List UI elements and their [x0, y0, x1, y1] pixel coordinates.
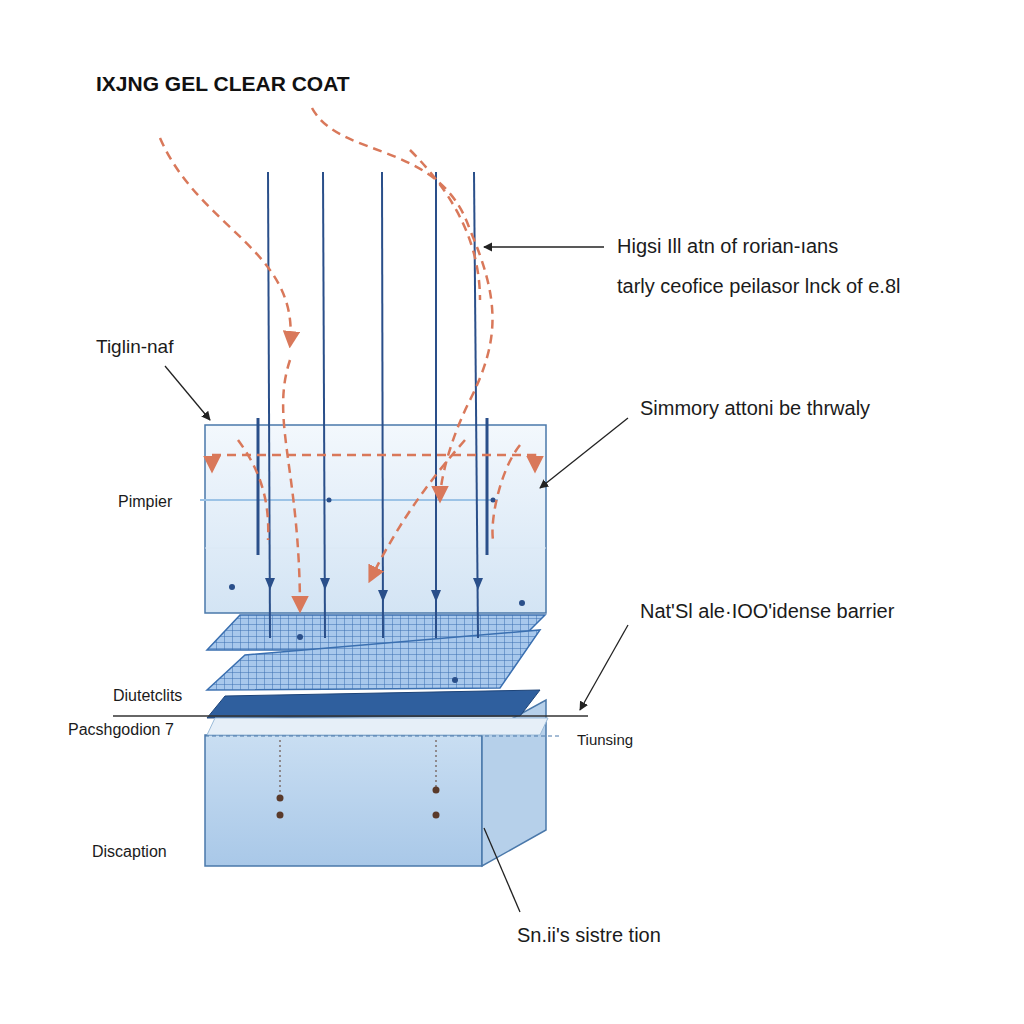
layer-line	[205, 548, 546, 549]
part-label: Higsi Ill atn of rorian-ıans	[617, 234, 838, 258]
part-label: Sn.ii's sistre tion	[517, 923, 661, 947]
upper-chamber	[205, 425, 546, 613]
rod-tips	[265, 578, 483, 602]
base-plate	[207, 718, 548, 735]
mesh-plate	[207, 630, 540, 690]
part-label: Pimpier	[118, 492, 172, 511]
lower-block-front	[205, 735, 482, 866]
flow-arrows	[160, 108, 535, 610]
layer-line	[113, 715, 588, 717]
part-label: Discaption	[92, 842, 167, 861]
part-label: Simmory attoni be thrwaly	[640, 396, 870, 420]
primer-line	[200, 499, 498, 501]
part-label: Pacshgodion 7	[68, 720, 174, 739]
part-label: Tiglin-naf	[96, 336, 173, 359]
part-label: tarly ceofice peilasor lnck of e.8l	[617, 274, 900, 298]
part-label: Diutetclits	[113, 686, 182, 705]
drip-lines	[280, 740, 436, 795]
dense-barrier-plate	[207, 690, 540, 718]
part-label: Tiunsing	[577, 731, 633, 749]
dashed-line	[205, 736, 560, 737]
vertical-rods	[258, 172, 487, 638]
leader-lines	[165, 247, 628, 912]
part-label: Nat'Sl ale·IOO'idense barrier	[640, 599, 894, 623]
dots	[229, 498, 525, 819]
title: IXJNG GEL CLEAR COAT	[96, 72, 350, 96]
